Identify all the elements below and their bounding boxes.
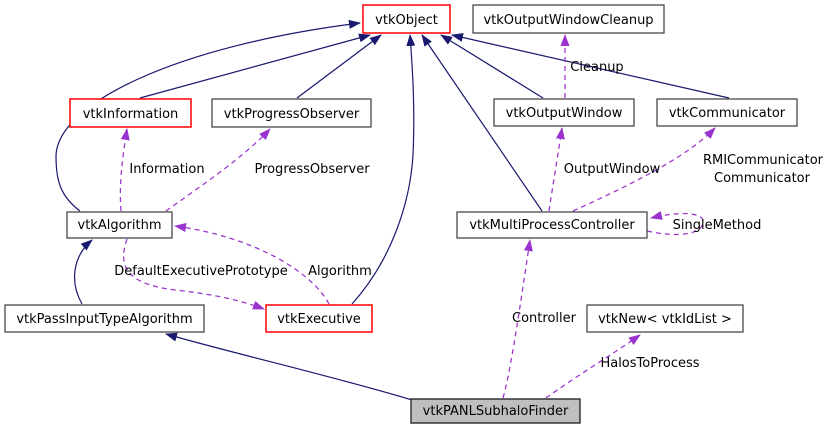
- edge-vtkpanlsubhalofinder-to-vtkpassinputtypealgorithm: [165, 332, 413, 401]
- node-vtkprogressobserver-box[interactable]: [211, 98, 372, 128]
- edge-vtkprogressobserver-to-vtkobject: [296, 34, 382, 99]
- node-vtkobject-label: vtkObject: [375, 13, 438, 28]
- node-vtkcommunicator-box[interactable]: [656, 98, 798, 127]
- edge-label-output-window: OutputWindow: [564, 162, 661, 177]
- edge-label-progress-observer: ProgressObserver: [254, 162, 370, 177]
- node-vtkobject[interactable]: vtkObject: [362, 4, 451, 34]
- node-vtkinformation-label: vtkInformation: [83, 107, 179, 122]
- edge-algorithm-member: [174, 223, 330, 305]
- node-vtkpassinputtypealgorithm[interactable]: vtkPassInputTypeAlgorithm: [4, 304, 205, 333]
- edge-vtkexecutive-to-vtkobject: [351, 34, 416, 305]
- node-vtkalgorithm-label: vtkAlgorithm: [78, 218, 162, 233]
- edge-controller-member: [502, 239, 533, 399]
- edge-label-controller: Controller: [512, 311, 577, 326]
- node-vtkmultiprocesscontroller-box[interactable]: [456, 211, 648, 239]
- node-vtkcommunicator[interactable]: vtkCommunicator: [656, 98, 798, 127]
- edge-vtkpassinputtypealgorithm-to-vtkalgorithm: [74, 239, 93, 305]
- node-vtkprogressobserver[interactable]: vtkProgressObserver: [211, 98, 372, 128]
- node-vtkoutputwindow-box[interactable]: [493, 98, 635, 127]
- node-vtkalgorithm-box[interactable]: [66, 211, 173, 239]
- edge-rmicommunicator-member: [572, 127, 716, 212]
- node-vtkpanlsubhalofinder-label: vtkPANLSubhaloFinder: [423, 404, 569, 419]
- node-vtkmultiprocesscontroller-label: vtkMultiProcessController: [469, 218, 635, 233]
- node-vtknew-vtkidlist-label: vtkNew< vtkIdList >: [598, 312, 732, 327]
- nodes: vtkObject vtkOutputWindowCleanup vtkInfo…: [4, 4, 798, 424]
- edge-label-rmi-communicator: RMICommunicator: [703, 153, 824, 168]
- edge-progressobserver-member: [165, 128, 271, 212]
- member-edges: [119, 34, 716, 399]
- node-vtkexecutive-box[interactable]: [265, 304, 373, 333]
- inheritance-edges: [55, 19, 730, 401]
- node-vtkpassinputtypealgorithm-box[interactable]: [4, 304, 205, 333]
- node-vtkmultiprocesscontroller[interactable]: vtkMultiProcessController: [456, 211, 648, 239]
- edge-information-member: [119, 128, 130, 212]
- edge-vtkcommunicator-to-vtkobject: [451, 33, 730, 99]
- node-vtkoutputwindow[interactable]: vtkOutputWindow: [493, 98, 635, 127]
- edge-halostoprocess-member: [545, 334, 641, 399]
- node-vtkcommunicator-label: vtkCommunicator: [669, 106, 786, 121]
- node-vtkpanlsubhalofinder: vtkPANLSubhaloFinder: [410, 398, 581, 424]
- node-vtkoutputwindowcleanup-box[interactable]: [472, 4, 665, 34]
- edge-singlemethod-loop: [646, 211, 704, 236]
- edge-label-cleanup: Cleanup: [570, 60, 623, 75]
- node-vtknew-vtkidlist[interactable]: vtkNew< vtkIdList >: [586, 304, 744, 333]
- edge-label-communicator: Communicator: [714, 171, 811, 186]
- edge-label-halos-to-process: HalosToProcess: [600, 356, 699, 371]
- edge-labels: Cleanup Information ProgressObserver Out…: [114, 60, 823, 371]
- node-vtkprogressobserver-label: vtkProgressObserver: [224, 107, 360, 122]
- node-vtkoutputwindow-label: vtkOutputWindow: [506, 106, 623, 121]
- node-vtkalgorithm[interactable]: vtkAlgorithm: [66, 211, 173, 239]
- node-vtkexecutive-label: vtkExecutive: [277, 312, 361, 327]
- edge-defaultexecutiveprototype-member: [123, 238, 265, 310]
- edge-label-information: Information: [129, 162, 204, 177]
- edge-vtkinformation-to-vtkobject: [139, 33, 371, 99]
- edge-vtkmultiprocesscontroller-to-vtkobject: [421, 34, 543, 212]
- node-vtkinformation[interactable]: vtkInformation: [69, 98, 192, 128]
- edge-outputwindow-member: [548, 127, 565, 212]
- edge-vtkoutputwindow-to-vtkobject: [440, 34, 544, 99]
- node-vtkexecutive[interactable]: vtkExecutive: [265, 304, 373, 333]
- node-vtkpassinputtypealgorithm-label: vtkPassInputTypeAlgorithm: [16, 312, 192, 327]
- node-vtkoutputwindowcleanup[interactable]: vtkOutputWindowCleanup: [472, 4, 665, 34]
- edge-label-default-executive-prototype: DefaultExecutivePrototype: [114, 264, 288, 279]
- node-vtknew-vtkidlist-box[interactable]: [586, 304, 744, 333]
- edge-label-single-method: SingleMethod: [673, 218, 762, 233]
- node-vtkinformation-box[interactable]: [69, 98, 192, 128]
- node-vtkoutputwindowcleanup-label: vtkOutputWindowCleanup: [483, 13, 653, 28]
- node-vtkobject-box[interactable]: [362, 4, 451, 34]
- edge-label-algorithm: Algorithm: [308, 264, 372, 279]
- node-vtkpanlsubhalofinder-box: [410, 398, 581, 424]
